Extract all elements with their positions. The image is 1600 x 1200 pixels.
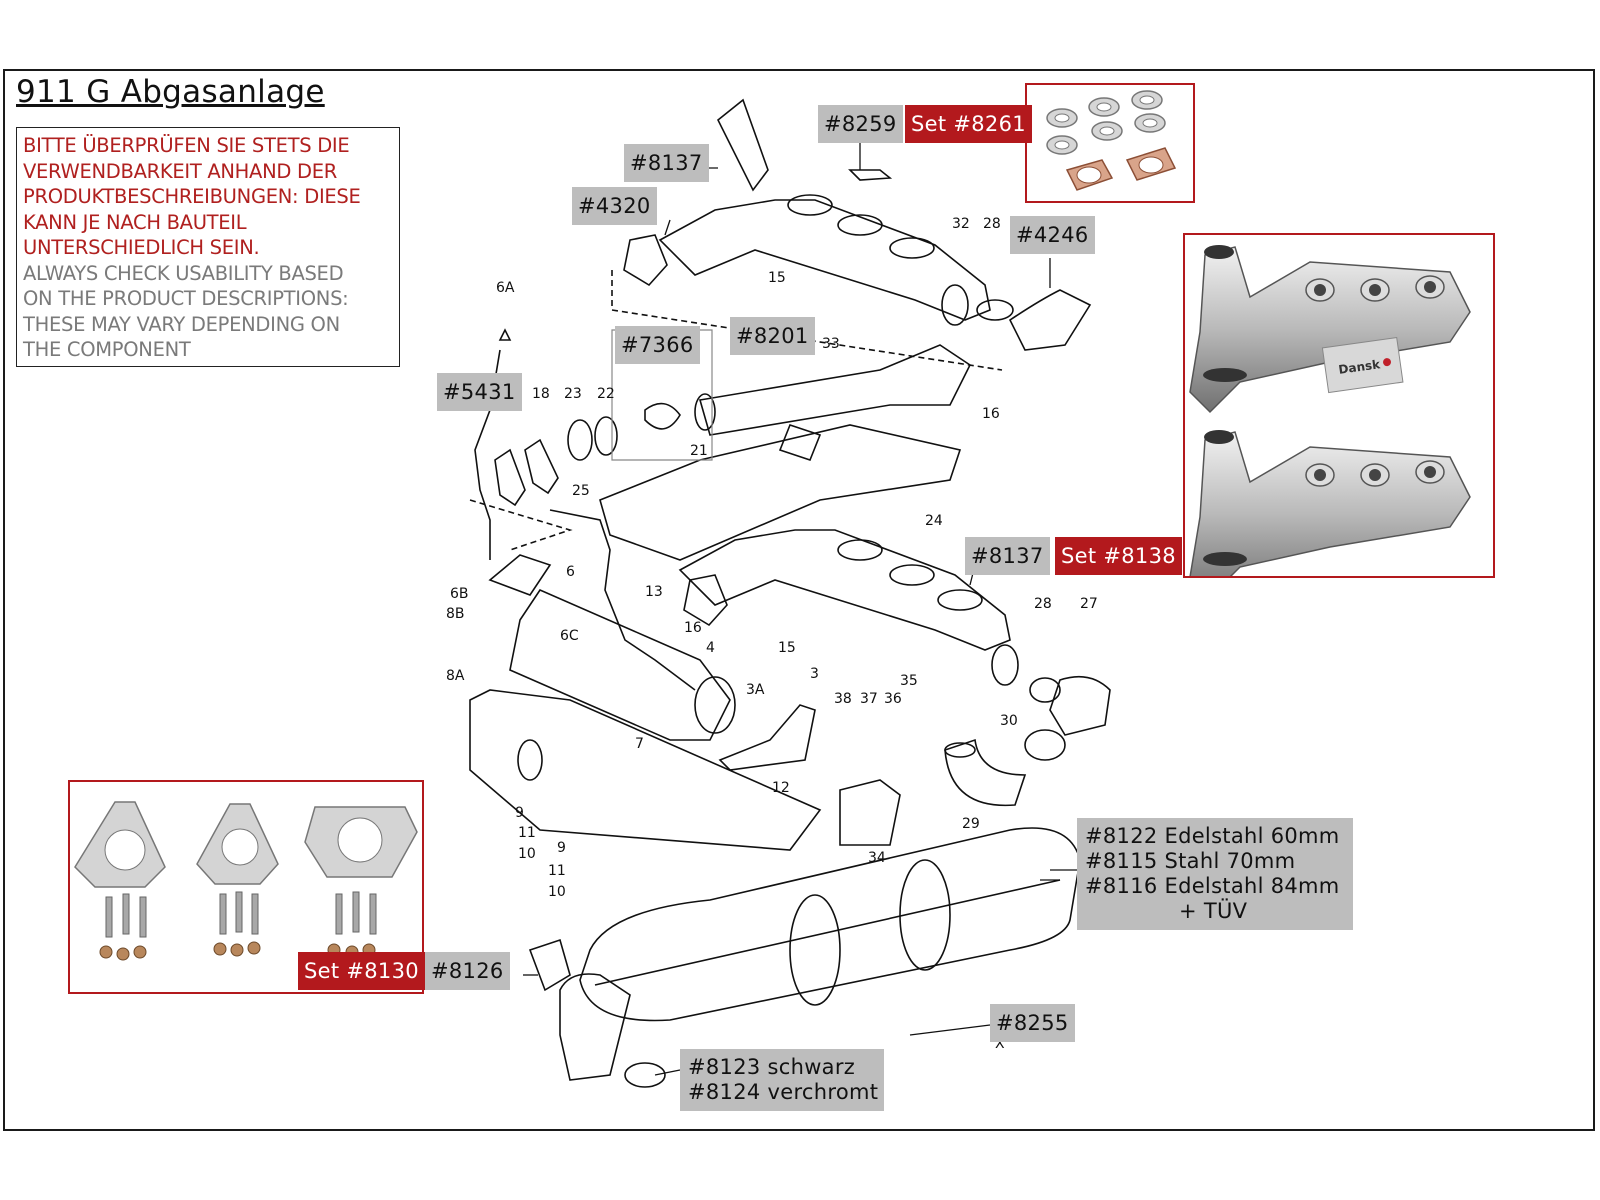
part-number: 33 (822, 336, 840, 352)
tailpipe-option: #8123 schwarz (688, 1055, 856, 1079)
part-number: 15 (768, 270, 786, 286)
muffler-option: #8122 Edelstahl 60mm (1085, 824, 1340, 848)
label-set-8261: Set #8261 (905, 105, 1032, 143)
part-number: 34 (868, 850, 886, 866)
part-number: 6C (560, 628, 579, 644)
muffler-option: #8115 Stahl 70mm (1085, 849, 1296, 873)
part-number: 29 (962, 816, 980, 832)
part-number: 23 (564, 386, 582, 402)
part-number: 6 (566, 564, 575, 580)
page-title: 911 G Abgasanlage (16, 74, 325, 110)
part-number: 9 (515, 805, 524, 821)
part-number: 32 (952, 216, 970, 232)
label-7366: #7366 (615, 326, 700, 364)
part-number: 15 (778, 640, 796, 656)
part-number: 30 (1000, 713, 1018, 729)
notice-de-line: VERWENDBARKEIT ANHAND DER (23, 159, 337, 183)
notice-en-line: ALWAYS CHECK USABILITY BASED (23, 261, 344, 285)
label-4320: #4320 (572, 187, 657, 225)
gasket-set-drawing (1046, 90, 1177, 191)
usability-notice: BITTE ÜBERPRÜFEN SIE STETS DIE VERWENDBA… (16, 127, 400, 367)
notice-en-line: ON THE PRODUCT DESCRIPTIONS: (23, 287, 349, 310)
part-number: 9 (557, 840, 566, 856)
part-number: 22 (597, 386, 615, 402)
part-number: 24 (925, 513, 943, 529)
part-number: 4 (706, 640, 715, 656)
label-muffler-options: #8122 Edelstahl 60mm #8115 Stahl 70mm #8… (1077, 818, 1353, 930)
part-number: 11 (548, 863, 566, 879)
diagram-frame (3, 69, 1595, 1131)
muffler-option: #8116 Edelstahl 84mm (1085, 874, 1340, 898)
label-8137-mid: #8137 (965, 537, 1050, 575)
part-number: 8B (446, 606, 465, 622)
notice-de-line: KANN JE NACH BAUTEIL (23, 210, 247, 234)
part-number: 6A (496, 280, 515, 296)
flange-gaskets-drawing (74, 801, 418, 961)
part-number: 28 (983, 216, 1001, 232)
part-number: 12 (772, 780, 790, 796)
part-number: 35 (900, 673, 918, 689)
label-4246: #4246 (1010, 216, 1095, 254)
notice-de-line: BITTE ÜBERPRÜFEN SIE STETS DIE (23, 134, 350, 157)
label-set-8138: Set #8138 (1055, 537, 1182, 575)
part-number: 11 (518, 825, 536, 841)
part-number: 25 (572, 483, 590, 499)
part-number: 16 (982, 406, 1000, 422)
label-8259: #8259 (818, 105, 903, 143)
stainless-headers-drawing: Dansk (1189, 245, 1471, 599)
label-8201: #8201 (730, 317, 815, 355)
part-number: 10 (518, 846, 536, 862)
dansk-tag-text: Dansk (1338, 357, 1382, 377)
header-set-8138-photo: Dansk (1183, 233, 1495, 599)
notice-en-line: THE COMPONENT (23, 338, 191, 361)
label-tailpipe-options: #8123 schwarz #8124 verchromt (680, 1049, 884, 1111)
tailpipe-option: #8124 verchromt (688, 1080, 879, 1104)
notice-de-line: PRODUKTBESCHREIBUNGEN: DIESE (23, 185, 361, 208)
label-set-8130: Set #8130 (298, 952, 425, 990)
label-8126: #8126 (425, 952, 510, 990)
part-number: 28 (1034, 596, 1052, 612)
label-8137-top: #8137 (624, 144, 709, 182)
part-number: 13 (645, 584, 663, 600)
label-8255: #8255 (990, 1004, 1075, 1042)
part-number: 6B (450, 586, 469, 602)
part-number: 7 (635, 736, 644, 752)
gasket-set-8261-photo (1025, 83, 1195, 203)
part-number: 3 (810, 666, 819, 682)
muffler-tuv-note: + TÜV (1179, 899, 1248, 923)
part-number: 3A (746, 682, 765, 698)
part-number: 36 (884, 691, 902, 707)
part-number: X (995, 1036, 1005, 1052)
notice-de-line: UNTERSCHIEDLICH SEIN. (23, 236, 260, 259)
part-number: 21 (690, 443, 708, 459)
part-number: 8A (446, 668, 465, 684)
part-number: 27 (1080, 596, 1098, 612)
part-number: 37 (860, 691, 878, 707)
notice-en-line: THESE MAY VARY DEPENDING ON (23, 312, 340, 336)
part-number: 10 (548, 884, 566, 900)
label-5431: #5431 (437, 373, 522, 411)
part-number: 38 (834, 691, 852, 707)
part-number: 16 (684, 620, 702, 636)
part-number: 18 (532, 386, 550, 402)
